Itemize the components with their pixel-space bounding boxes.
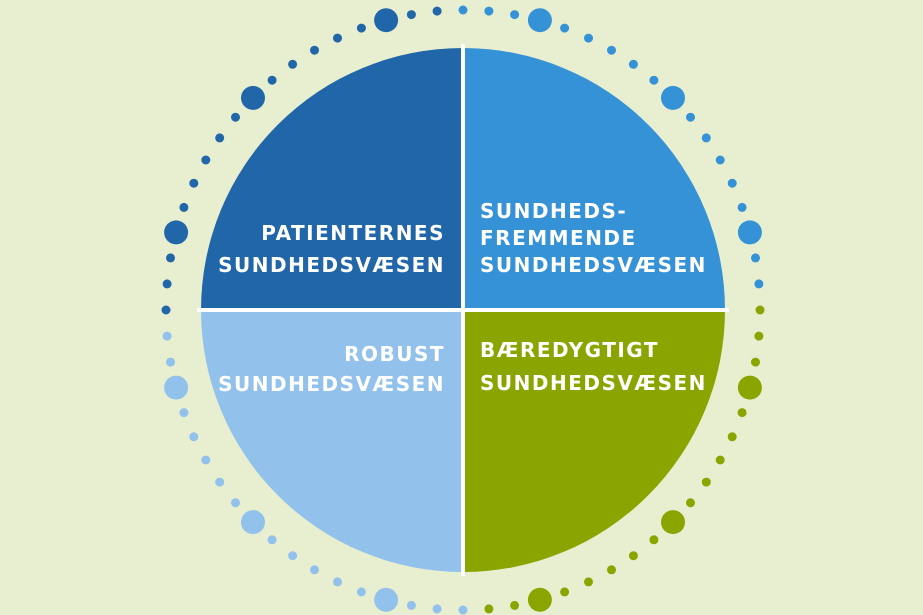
ring-dot <box>288 59 298 69</box>
ring-dot <box>510 600 520 610</box>
ring-dot <box>356 23 366 33</box>
ring-dot <box>179 408 189 418</box>
quadrant-label-bottom-right-line2: SUNDHEDSVÆSEN <box>480 371 707 395</box>
quadrant-patienternes <box>201 48 463 310</box>
quadrant-label-bottom-left-line1: ROBUST <box>344 342 445 366</box>
quadrant-baeredygtigt <box>463 310 725 572</box>
ring-dot <box>584 33 593 43</box>
ring-dot <box>162 331 172 341</box>
ring-dot <box>484 6 494 16</box>
ring-dot <box>715 455 725 465</box>
ring-dot <box>754 331 764 341</box>
ring-dot <box>189 178 199 188</box>
quadrant-robust <box>201 310 463 572</box>
ring-dot <box>560 23 570 33</box>
quadrant-label-top-left-line2: SUNDHEDSVÆSEN <box>218 253 445 277</box>
quadrant-sundhedsfremmende <box>463 48 725 310</box>
ring-dot-large <box>241 510 265 535</box>
ring-dot <box>607 45 616 55</box>
ring-dot <box>161 305 171 315</box>
ring-dot <box>751 253 760 263</box>
ring-dot <box>267 535 277 545</box>
ring-dot <box>649 75 659 85</box>
ring-dot <box>701 133 711 143</box>
ring-dot-large <box>164 375 189 400</box>
ring-dot-large <box>737 220 762 245</box>
quadrant-label-top-right-line1: SUNDHEDS- <box>480 199 627 223</box>
ring-dot <box>162 279 172 289</box>
ring-dot-large <box>737 375 762 400</box>
ring-dot <box>458 605 468 615</box>
dotted-ring <box>161 5 765 615</box>
ring-dot <box>458 5 468 15</box>
ring-dot <box>231 112 240 122</box>
quadrant-label-top-right-line2: FREMMENDE <box>480 226 637 250</box>
ring-dot <box>737 202 747 212</box>
ring-dot <box>310 45 319 55</box>
ring-dot <box>201 455 211 465</box>
ring-dot <box>754 279 764 289</box>
ring-dot <box>607 565 616 575</box>
ring-dot <box>686 498 695 508</box>
ring-dot <box>189 432 199 442</box>
ring-dot <box>715 155 725 165</box>
ring-dot-large <box>374 587 399 612</box>
ring-dot <box>727 178 737 188</box>
ring-dot <box>686 112 695 122</box>
ring-dot <box>649 535 659 545</box>
ring-dot <box>727 432 737 442</box>
ring-dot <box>484 604 494 614</box>
ring-dot <box>737 408 747 418</box>
quadrant-label-top-left-line1: PATIENTERNES <box>261 221 445 245</box>
ring-dot <box>755 305 765 315</box>
ring-dot <box>201 155 211 165</box>
ring-dot <box>584 577 593 587</box>
ring-dot <box>751 357 760 367</box>
quadrant-label-top-right-line3: SUNDHEDSVÆSEN <box>480 253 707 277</box>
ring-dot <box>166 253 175 263</box>
ring-dot <box>432 6 442 16</box>
ring-dot <box>628 551 638 561</box>
ring-dot <box>179 202 189 212</box>
ring-dot-large <box>241 85 265 110</box>
ring-dot <box>628 59 638 69</box>
ring-dot <box>333 33 342 43</box>
quadrant-label-bottom-right-line1: BÆREDYGTIGT <box>480 338 659 362</box>
ring-dot <box>510 10 520 20</box>
ring-dot <box>215 133 225 143</box>
ring-dot <box>406 600 416 610</box>
ring-dot-large <box>374 8 399 33</box>
ring-dot <box>310 565 319 575</box>
ring-dot <box>166 357 175 367</box>
ring-dot <box>215 477 225 487</box>
ring-dot <box>406 10 416 20</box>
ring-dot-large <box>527 8 552 33</box>
ring-dot-large <box>661 85 685 110</box>
quadrant-label-bottom-left-line2: SUNDHEDSVÆSEN <box>218 372 445 396</box>
ring-dot-large <box>661 510 685 535</box>
ring-dot <box>267 75 277 85</box>
ring-dot-large <box>527 587 552 612</box>
ring-dot <box>231 498 240 508</box>
ring-dot <box>288 551 298 561</box>
ring-dot-large <box>164 220 189 245</box>
ring-dot <box>560 587 570 597</box>
ring-dot <box>333 577 342 587</box>
ring-dot <box>432 604 442 614</box>
ring-dot <box>356 587 366 597</box>
ring-dot <box>701 477 711 487</box>
